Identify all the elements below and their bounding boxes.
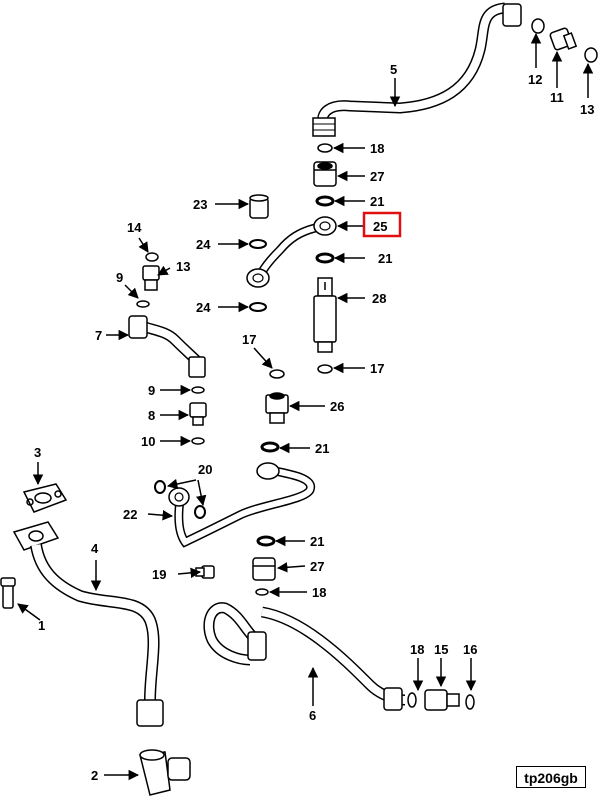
- part-27-lower-nut: [252, 557, 276, 581]
- pipe-7: [128, 315, 206, 378]
- pipe-6: [203, 602, 406, 711]
- figure-tag: tp206gb: [516, 766, 586, 788]
- part-18-top-ring: [317, 143, 333, 153]
- callout-27-top: 27: [370, 169, 384, 184]
- callout-24-b: 24: [196, 300, 211, 315]
- callout-8: 8: [148, 408, 155, 423]
- pipe-5: [312, 2, 522, 137]
- callout-17-center: 17: [370, 361, 384, 376]
- callout-7: 7: [95, 328, 102, 343]
- callout-3: 3: [34, 445, 41, 460]
- callout-labels: 5 12 11 13 18 27 21 25 21 28 17 23 24 24…: [34, 62, 594, 783]
- callout-28: 28: [372, 291, 386, 306]
- part-21-ring-c: [260, 441, 280, 453]
- part-18-lower-ring: [255, 588, 269, 596]
- callout-17-lower: 17: [242, 332, 256, 347]
- part-9-ring-upper: [136, 300, 150, 308]
- callout-21-d: 21: [310, 534, 324, 549]
- pipe-22: [168, 462, 316, 548]
- callout-26: 26: [330, 399, 344, 414]
- part-11-adapter: [549, 27, 578, 51]
- callout-24-a: 24: [196, 237, 211, 252]
- part-26-fitting: [265, 392, 289, 424]
- callout-5: 5: [390, 62, 397, 77]
- callout-14: 13: [176, 259, 190, 274]
- callout-23: 23: [193, 197, 207, 212]
- callout-20: 20: [198, 462, 212, 477]
- callout-18-pipe6: 18: [410, 642, 424, 657]
- part-9-ring-lower: [191, 386, 205, 394]
- part-21-ring-b: [315, 252, 335, 264]
- part-21-ring-d: [256, 535, 276, 547]
- callout-13: 13: [580, 102, 594, 117]
- part-15-ring: [145, 252, 159, 262]
- callout-21-c: 21: [315, 441, 329, 456]
- part-17-pipe6-ring: [465, 694, 475, 710]
- part-17-ring-center: [317, 364, 333, 374]
- callout-21-a: 21: [370, 194, 384, 209]
- callout-15: 14: [127, 220, 142, 235]
- part-10-ring: [191, 437, 205, 445]
- callout-25: 25: [373, 219, 387, 234]
- callout-18-top: 18: [370, 141, 384, 156]
- part-2-elbow: [139, 749, 191, 796]
- callout-9-lower: 9: [148, 383, 155, 398]
- callout-4: 4: [91, 541, 99, 556]
- part-13-ring: [584, 47, 598, 63]
- part-4-flange: [12, 521, 60, 551]
- part-16-adapter: [424, 689, 460, 711]
- leader-lines: [17, 32, 594, 781]
- callout-10: 10: [141, 434, 155, 449]
- part-25-banjo-fitting: [246, 216, 337, 288]
- callout-21-b: 21: [378, 251, 392, 266]
- callout-17-pipe6: 16: [463, 642, 477, 657]
- callout-2: 2: [91, 768, 98, 783]
- callout-6: 6: [309, 708, 316, 723]
- callout-12: 12: [528, 72, 542, 87]
- part-18-pipe6-ring: [407, 692, 417, 708]
- part-24-washer-b: [249, 302, 267, 312]
- callout-18-lower: 18: [312, 585, 326, 600]
- part-27-top-nut: [313, 161, 337, 187]
- pipe-4: [30, 543, 164, 727]
- callout-22: 22: [123, 507, 137, 522]
- part-17-ring-lower: [269, 369, 285, 379]
- callout-1: 1: [38, 618, 45, 633]
- callout-19: 19: [152, 567, 166, 582]
- part-12-ring: [531, 18, 545, 34]
- part-28-filter: [313, 277, 337, 353]
- part-8-connector: [189, 402, 207, 426]
- callout-9-upper: 9: [116, 270, 123, 285]
- callout-27-lower: 27: [310, 559, 324, 574]
- part-1-bolt: [0, 577, 16, 609]
- part-23-banjo-bolt: [249, 194, 269, 219]
- part-3-gasket: [22, 483, 68, 513]
- part-24-washer-a: [249, 239, 267, 249]
- callout-11: 11: [550, 90, 564, 105]
- part-14-adapter: [142, 265, 160, 291]
- part-21-ring-a: [315, 195, 335, 207]
- callout-16: 15: [434, 642, 448, 657]
- callout-25-highlight: [362, 211, 402, 238]
